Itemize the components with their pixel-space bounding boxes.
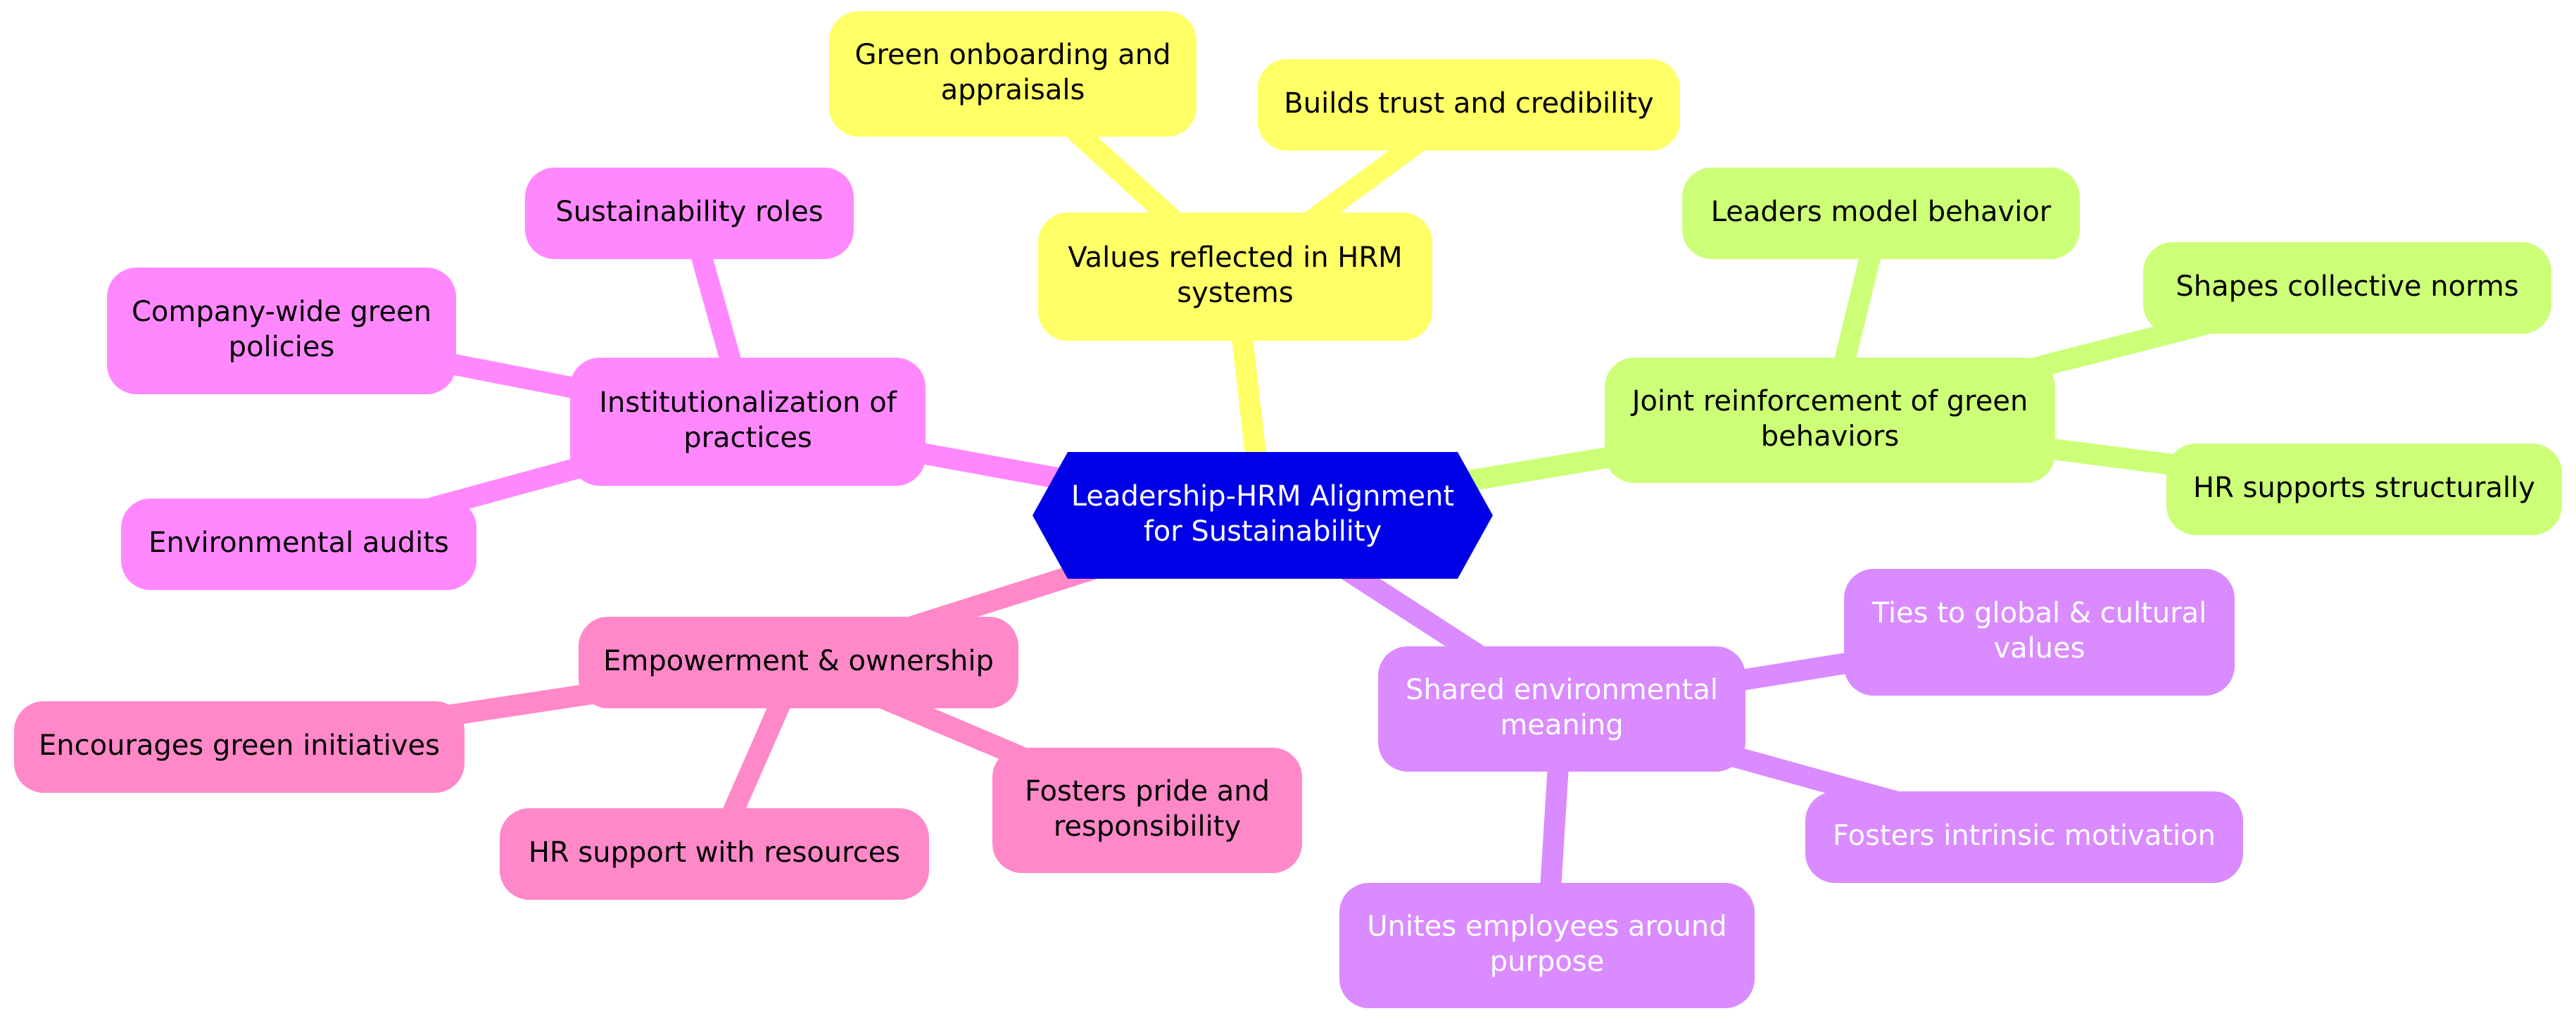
- joint-hr-label-line: HR supports structurally: [2193, 472, 2535, 504]
- shared-intrinsic-label-line: Fosters intrinsic motivation: [1833, 820, 2216, 852]
- node-empower[interactable]: Empowerment & ownership: [579, 617, 1018, 708]
- center-hexagon: [1033, 452, 1493, 579]
- center-label-line: for Sustainability: [1144, 515, 1382, 548]
- institution-roles-label-line: Sustainability roles: [555, 196, 823, 228]
- joint-leaders-box: [1682, 168, 2080, 259]
- shared-unites-label-line: Unites employees around: [1367, 910, 1726, 943]
- joint-label-line: behaviors: [1761, 420, 1899, 453]
- node-joint-hr[interactable]: HR supports structurally: [2166, 444, 2562, 535]
- institution-audits-box: [121, 498, 476, 590]
- shared-intrinsic-box: [1805, 791, 2243, 883]
- joint-norms-box: [2143, 242, 2551, 334]
- empower-pride-label-line: responsibility: [1054, 810, 1241, 843]
- institution-roles-box: [525, 168, 854, 259]
- empower-resources-label: HR support with resources: [529, 836, 900, 869]
- shared-label-line: Shared environmental: [1406, 674, 1718, 706]
- values-trust-label-line: Builds trust and credibility: [1284, 87, 1653, 120]
- shared-unites-box: [1339, 883, 1755, 1008]
- joint-leaders-label: Leaders model behavior: [1711, 196, 2052, 228]
- joint-leaders-label-line: Leaders model behavior: [1711, 196, 2052, 228]
- values-label-line: Values reflected in HRM: [1068, 241, 1402, 274]
- values-onboarding-box: [829, 11, 1197, 137]
- institution-box: [570, 358, 926, 486]
- values-label-line: systems: [1177, 277, 1293, 309]
- node-empower-resources[interactable]: HR support with resources: [500, 808, 929, 900]
- shared-global-box: [1844, 569, 2235, 696]
- values-box: [1038, 213, 1432, 341]
- institution-audits-label: Environmental audits: [149, 527, 449, 559]
- empower-box: [579, 617, 1018, 708]
- empower-resources-label-line: HR support with resources: [529, 836, 900, 869]
- shared-global-label-line: Ties to global & cultural: [1871, 597, 2207, 629]
- values-onboarding-label-line: appraisals: [941, 74, 1085, 106]
- node-joint-norms[interactable]: Shapes collective norms: [2143, 242, 2551, 334]
- institution-audits-label-line: Environmental audits: [149, 527, 449, 559]
- institution-policies-label-line: policies: [229, 331, 335, 363]
- node-joint-leaders[interactable]: Leaders model behavior: [1682, 168, 2080, 259]
- institution-policies-box: [107, 268, 456, 394]
- joint-hr-box: [2166, 444, 2562, 535]
- center-label-line: Leadership-HRM Alignment: [1071, 480, 1454, 513]
- joint-norms-label: Shapes collective norms: [2176, 270, 2518, 303]
- joint-hr-label: HR supports structurally: [2193, 472, 2535, 504]
- empower-label-line: Empowerment & ownership: [603, 645, 994, 677]
- institution-label-line: Institutionalization of: [599, 387, 897, 419]
- shared-label-line: meaning: [1500, 709, 1623, 741]
- values-trust-label: Builds trust and credibility: [1284, 87, 1653, 120]
- node-values-trust[interactable]: Builds trust and credibility: [1258, 59, 1680, 151]
- empower-pride-box: [992, 748, 1302, 873]
- shared-unites-label-line: purpose: [1490, 946, 1605, 978]
- node-institution-roles[interactable]: Sustainability roles: [525, 168, 854, 259]
- institution-label-line: practices: [683, 422, 812, 454]
- joint-label-line: Joint reinforcement of green: [1630, 385, 2028, 418]
- shared-box: [1378, 646, 1745, 772]
- node-empower-initiatives[interactable]: Encourages green initiatives: [14, 701, 465, 793]
- empower-initiatives-label: Encourages green initiatives: [39, 729, 440, 762]
- empower-resources-box: [500, 808, 929, 900]
- institution-roles-label: Sustainability roles: [555, 196, 823, 228]
- node-shared-intrinsic[interactable]: Fosters intrinsic motivation: [1805, 791, 2243, 883]
- empower-pride-label-line: Fosters pride and: [1025, 775, 1270, 808]
- node-institution-audits[interactable]: Environmental audits: [121, 498, 476, 590]
- shared-intrinsic-label: Fosters intrinsic motivation: [1833, 820, 2216, 852]
- empower-label: Empowerment & ownership: [603, 645, 994, 677]
- empower-initiatives-label-line: Encourages green initiatives: [39, 729, 440, 762]
- joint-norms-label-line: Shapes collective norms: [2176, 270, 2518, 303]
- institution-policies-label-line: Company-wide green: [132, 296, 431, 328]
- empower-initiatives-box: [14, 701, 465, 793]
- values-trust-box: [1258, 59, 1680, 151]
- joint-box: [1605, 358, 2055, 483]
- shared-global-label-line: values: [1993, 632, 2085, 665]
- values-onboarding-label-line: Green onboarding and: [854, 39, 1170, 71]
